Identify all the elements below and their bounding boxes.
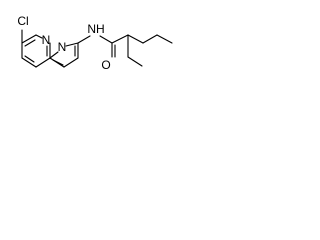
atom-label-carbonyl-oxygen: O — [101, 58, 110, 72]
atom-label-chlorine: Cl — [17, 14, 28, 28]
bond-ring-nh — [77, 35, 91, 44]
chemical-structure: Cl N N NH O — [17, 14, 173, 72]
bond — [65, 42, 79, 47]
bond — [35, 34, 43, 39]
atom-label-ring-nitrogen: N — [58, 40, 67, 54]
naphthyridine-ring-right — [49, 42, 79, 68]
bond — [63, 57, 79, 68]
bond-alkyl — [127, 56, 143, 67]
bond — [35, 57, 51, 68]
bond-alkyl — [156, 34, 173, 44]
double-bond-inner — [24, 55, 35, 63]
bond-alkyl — [142, 34, 158, 44]
double-bond-inner — [24, 39, 36, 47]
bond — [49, 51, 59, 59]
bond — [21, 34, 37, 44]
bond-alkyl — [127, 34, 144, 44]
naphthyridine-ring-left — [21, 34, 51, 68]
atom-label-amide-nh: NH — [87, 22, 104, 36]
atom-label-ring-nitrogen: N — [42, 33, 51, 47]
double-bond-inner — [52, 59, 64, 66]
bond-nh-carbonyl — [99, 35, 113, 44]
bond-alkyl — [111, 34, 129, 44]
bond — [21, 57, 37, 68]
